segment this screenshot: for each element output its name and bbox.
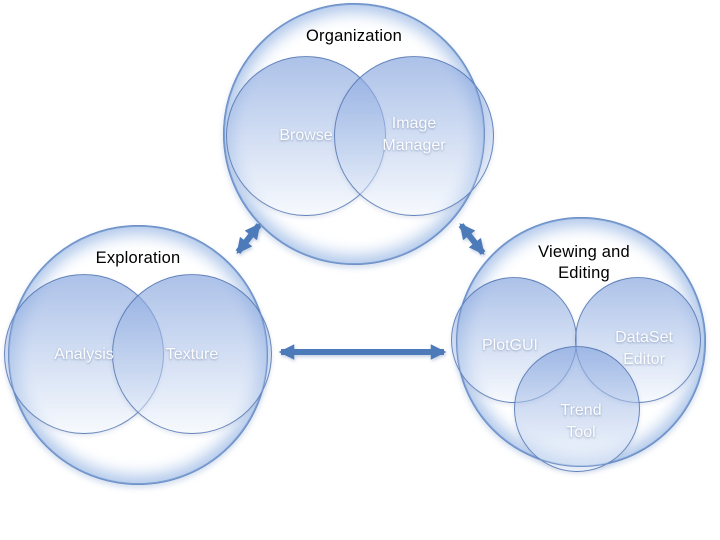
- organization-title: Organization: [306, 27, 402, 45]
- analysis-label: Analysis: [54, 346, 114, 363]
- dataset-editor-label: DataSet Editor: [615, 329, 673, 368]
- viewing-editing-title: Viewing and Editing: [538, 243, 630, 282]
- image-manager-label: Image Manager: [382, 115, 446, 154]
- browse-label: Browse: [279, 127, 333, 144]
- arrow-organization-viewing-editing: [458, 223, 486, 255]
- texture-circle: [112, 274, 272, 434]
- trend-tool-label: Trend Tool: [560, 402, 602, 441]
- plotgui-label: PlotGUI: [481, 337, 538, 354]
- image-manager-circle: [334, 56, 494, 216]
- trend-tool-circle: [514, 346, 640, 472]
- exploration-title: Exploration: [95, 249, 181, 267]
- texture-label: Texture: [165, 346, 219, 363]
- arrow-organization-exploration: [235, 223, 262, 254]
